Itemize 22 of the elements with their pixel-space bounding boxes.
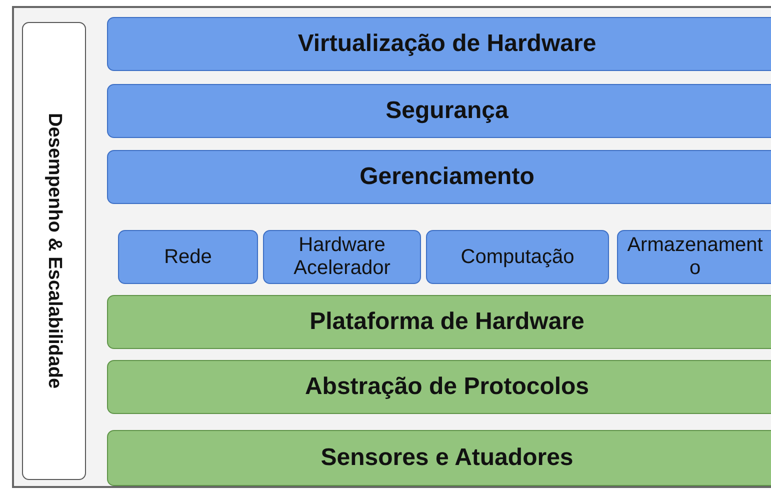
layer-label: Sensores e Atuadores xyxy=(320,444,574,472)
layer-bar xyxy=(107,84,771,138)
component-label: Armazenamento xyxy=(626,234,764,280)
layer-bar xyxy=(107,430,771,486)
component-box xyxy=(118,230,258,284)
component-box xyxy=(263,230,421,284)
component-label: Computação xyxy=(460,246,574,268)
vertical-label: Desempenho & Escalabilidade xyxy=(43,113,65,389)
layer-bar xyxy=(107,150,771,204)
side-bar xyxy=(22,22,86,480)
component-label: Hardware Acelerador xyxy=(292,234,392,280)
layer-label: Plataforma de Hardware xyxy=(310,308,584,336)
layer-label: Abstração de Protocolos xyxy=(304,373,590,401)
component-label: Rede xyxy=(164,246,212,268)
component-box xyxy=(617,230,771,284)
layer-label: Virtualização de Hardware xyxy=(298,30,596,58)
layer-label: Gerenciamento xyxy=(360,163,534,191)
layer-bar xyxy=(107,295,771,349)
layer-bar xyxy=(107,360,771,414)
component-box xyxy=(426,230,609,284)
layer-bar xyxy=(107,17,771,71)
layer-label: Segurança xyxy=(386,97,508,125)
